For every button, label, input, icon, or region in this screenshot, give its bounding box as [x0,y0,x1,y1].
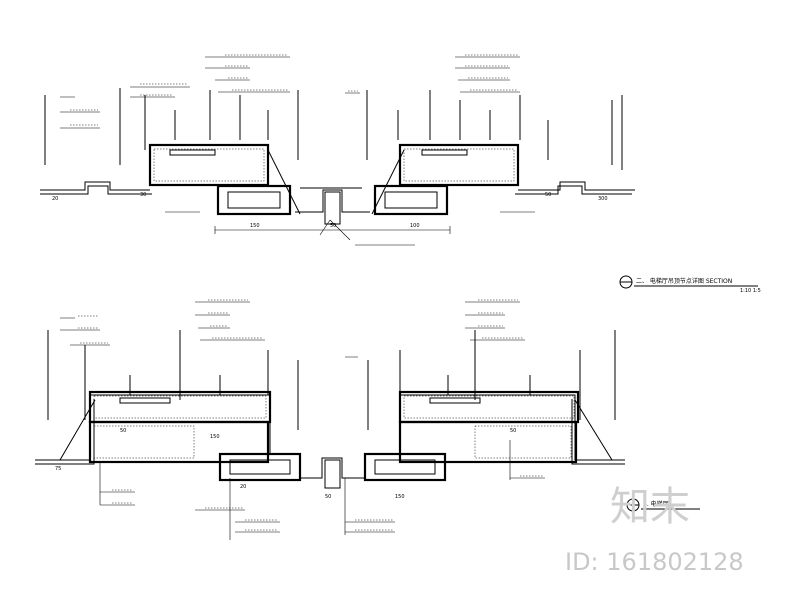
dim-label: 50 [330,223,336,229]
dim-label: 150 [395,494,405,500]
watermark-id: ID: 161802128 [565,548,744,576]
section-title-block: 二、 电梯厅吊顶节点详图 SECTION 1:10 1:5 [619,275,761,294]
left-lower-box [88,420,270,464]
watermark: 知末 ID: 161802128 [565,484,744,576]
annotation-marks-bottom [78,299,543,531]
dim-label: 30 [140,192,146,198]
dim-label: 50 [545,192,551,198]
watermark-logo: 知末 [610,484,690,530]
section2-title: 5. 电梯厅 [643,500,669,508]
dim-label: 100 [410,223,420,229]
right-trough [398,143,520,187]
left-trough [148,143,270,187]
section-title: 二、 电梯厅吊顶节点详图 SECTION [636,277,732,285]
dim-label: 75 [55,466,61,472]
dim-label: 20 [52,196,58,202]
right-upper-box [398,390,580,424]
dim-label: 50 [325,494,331,500]
dim-label: 20 [240,484,246,490]
annotation-marks [70,54,518,126]
dim-label: 300 [598,196,608,202]
right-lower-box [398,420,578,464]
left-inner-box [218,452,302,482]
dim-label: 150 [210,434,220,440]
dim-label: 50 [510,428,516,434]
left-lower-block [216,184,292,216]
top-section: 20 30 150 50 100 50 300 [40,54,635,246]
dim-label: 50 [120,428,126,434]
bottom-section: 50 150 20 50 150 50 75 5. 电梯厅 [35,299,700,540]
dim-label: 150 [250,223,260,229]
right-lower-block [373,184,449,216]
section-scale: 1:10 1:5 [740,288,761,294]
right-inner-box [363,452,447,482]
